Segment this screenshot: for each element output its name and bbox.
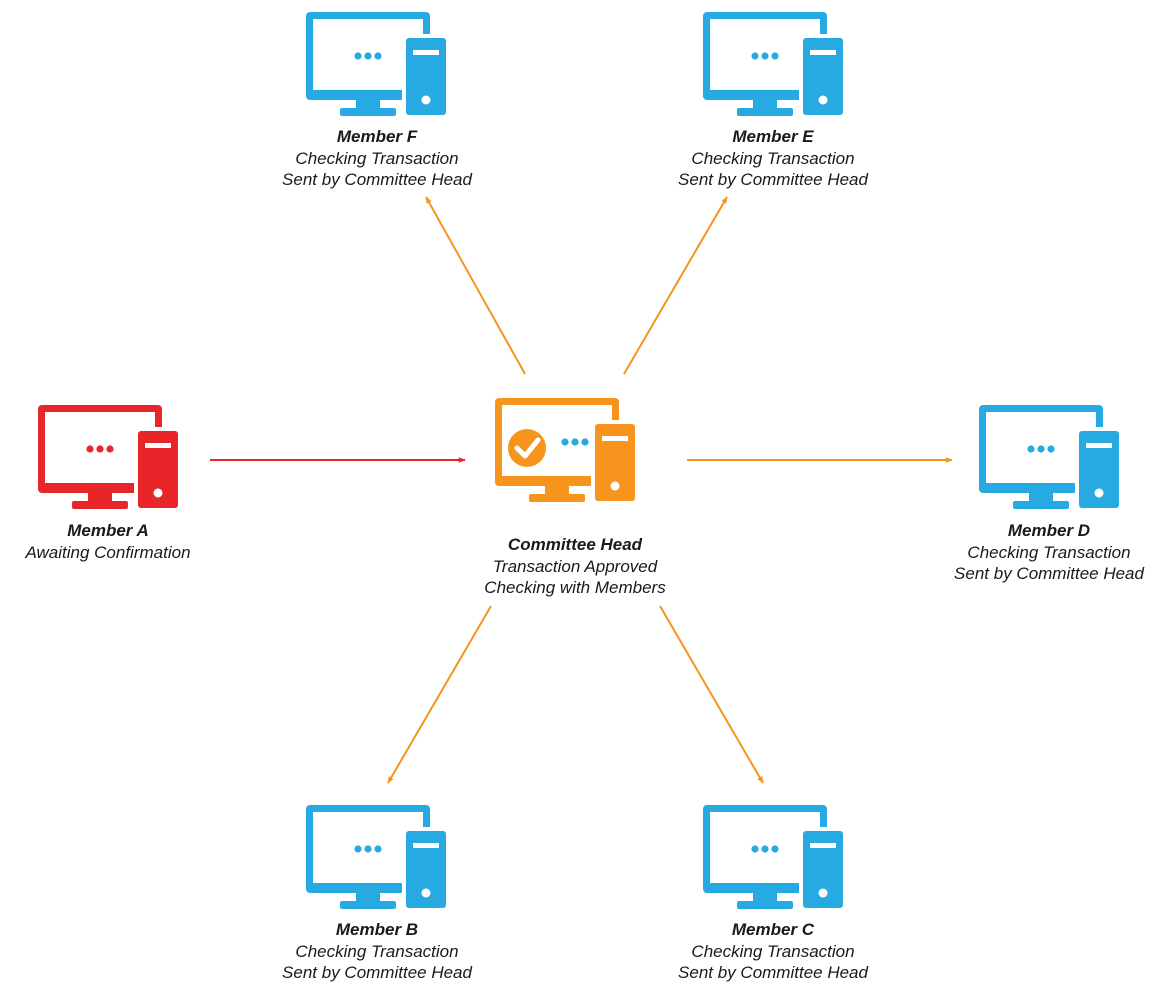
member-a-status-line1: Awaiting Confirmation	[25, 542, 191, 562]
member-c-label: Member C Checking Transaction Sent by Co…	[678, 919, 868, 984]
committee-head-status-line1: Transaction Approved	[492, 556, 658, 576]
member-d-status-line1: Checking Transaction	[967, 542, 1131, 562]
committee-head-label: Committee Head Transaction Approved Chec…	[484, 534, 665, 599]
member-b-label: Member B Checking Transaction Sent by Co…	[282, 919, 472, 984]
member-e-status-line2: Sent by Committee Head	[678, 170, 868, 189]
member-e-name: Member E	[732, 127, 814, 146]
member-c-status-line2: Sent by Committee Head	[678, 963, 868, 982]
member-c-status-line1: Checking Transaction	[691, 941, 855, 961]
computer-check-icon	[495, 398, 639, 504]
computer-icon	[306, 12, 450, 118]
member-d-status-line2: Sent by Committee Head	[954, 564, 1144, 583]
member-f-status-line1: Checking Transaction	[295, 148, 459, 168]
arrow-committee-head-to-member-b	[387, 605, 492, 784]
member-d-label: Member D Checking Transaction Sent by Co…	[954, 520, 1144, 585]
edges-layer	[210, 196, 953, 784]
member-a-name: Member A	[67, 521, 149, 540]
computer-icon	[38, 405, 182, 511]
member-c-name: Member C	[731, 920, 815, 939]
arrow-committee-head-to-member-f	[425, 196, 526, 375]
computer-icon	[703, 805, 847, 911]
member-b-status-line2: Sent by Committee Head	[282, 963, 472, 982]
member-e-label: Member E Checking Transaction Sent by Co…	[678, 126, 868, 191]
member-d-name: Member D	[1007, 521, 1091, 540]
computer-icon	[979, 405, 1123, 511]
committee-head-name: Committee Head	[507, 535, 643, 554]
computer-icon	[306, 805, 450, 911]
committee-head-status-line2: Checking with Members	[484, 578, 666, 597]
member-f-label: Member F Checking Transaction Sent by Co…	[282, 126, 472, 191]
icons-layer	[38, 12, 1123, 911]
member-f-name: Member F	[336, 127, 418, 146]
computer-icon	[703, 12, 847, 118]
member-b-name: Member B	[335, 920, 419, 939]
member-e-status-line1: Checking Transaction	[691, 148, 855, 168]
member-f-status-line2: Sent by Committee Head	[282, 170, 472, 189]
arrow-committee-head-to-member-e	[623, 196, 728, 375]
member-b-status-line1: Checking Transaction	[295, 941, 459, 961]
arrow-committee-head-to-member-c	[659, 605, 764, 784]
member-a-label: Member A Awaiting Confirmation	[25, 520, 190, 563]
